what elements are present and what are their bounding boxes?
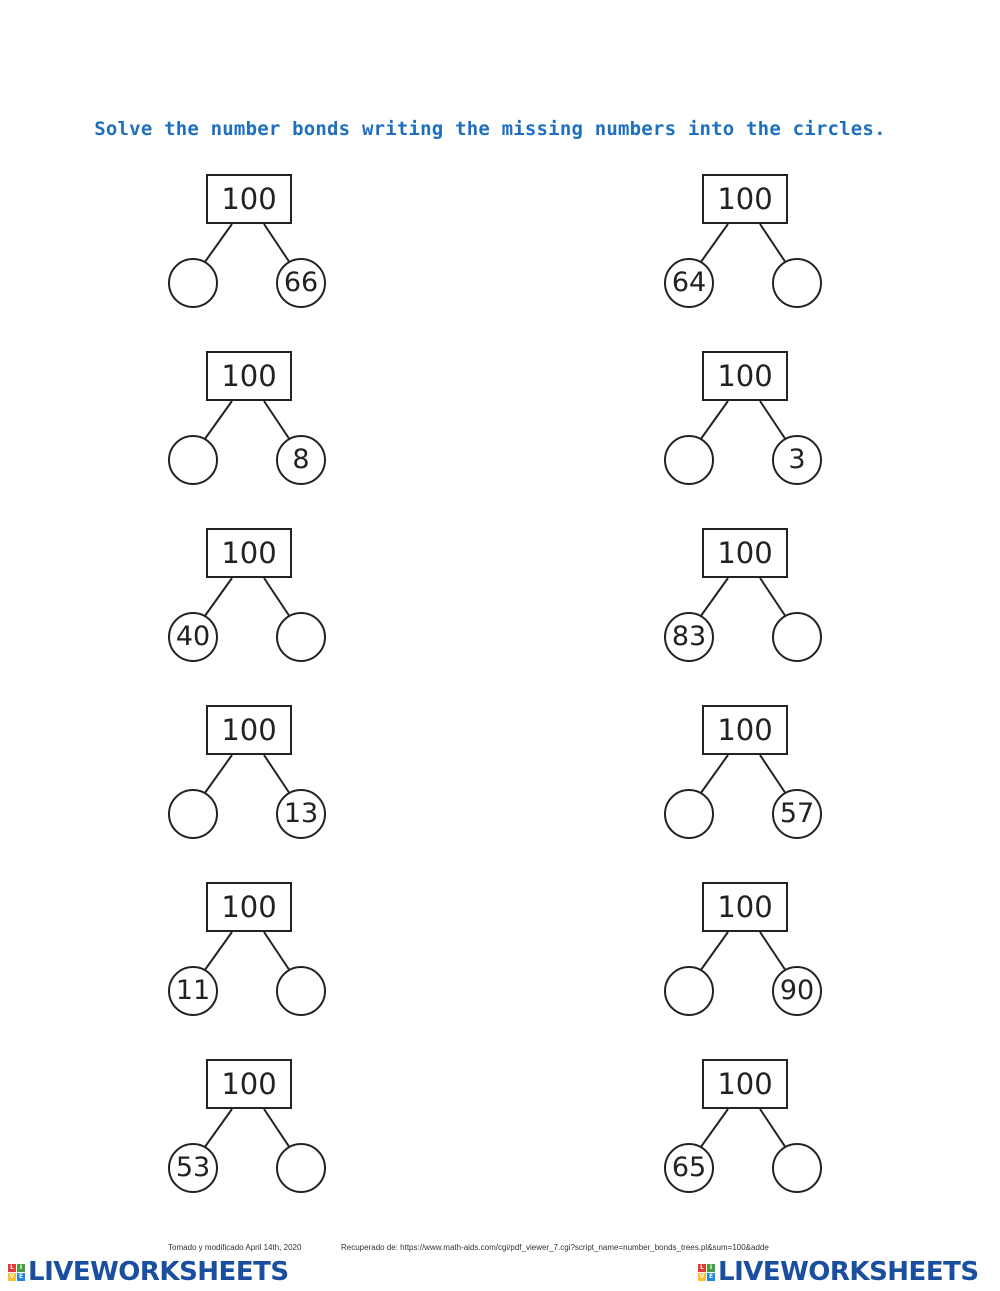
whole-box: 100: [206, 705, 292, 755]
answer-circle-right[interactable]: [772, 1143, 822, 1193]
left-branch-line: [697, 577, 729, 621]
whole-box: 100: [206, 351, 292, 401]
bond-connector-lines: [697, 577, 789, 621]
bond-connector-lines: [201, 223, 293, 267]
right-branch-line: [759, 931, 789, 975]
part-circle-right: 57: [772, 789, 822, 839]
right-branch-line: [759, 1108, 789, 1152]
number-bond: 100 8: [168, 351, 338, 491]
right-branch-line: [263, 931, 293, 975]
right-branch-line: [263, 223, 293, 267]
number-bond: 100 53: [168, 1059, 338, 1199]
bond-connector-lines: [697, 1108, 789, 1152]
right-branch-line: [759, 223, 789, 267]
right-branch-line: [263, 400, 293, 444]
part-circle-right: 66: [276, 258, 326, 308]
part-circle-left: 64: [664, 258, 714, 308]
bond-connector-lines: [201, 400, 293, 444]
answer-circle-left[interactable]: [664, 435, 714, 485]
number-bond: 100 65: [664, 1059, 834, 1199]
bond-connector-lines: [697, 400, 789, 444]
right-branch-line: [263, 577, 293, 621]
bond-connector-lines: [201, 931, 293, 975]
right-branch-line: [759, 400, 789, 444]
number-bond: 100 11: [168, 882, 338, 1022]
number-bond: 100 3: [664, 351, 834, 491]
brand-name: LIVEWORKSHEETS: [718, 1257, 979, 1287]
part-circle-left: 83: [664, 612, 714, 662]
answer-circle-right[interactable]: [276, 1143, 326, 1193]
left-branch-line: [201, 223, 233, 267]
number-bond: 100 90: [664, 882, 834, 1022]
left-branch-line: [201, 400, 233, 444]
bond-connector-lines: [201, 1108, 293, 1152]
left-branch-line: [201, 754, 233, 798]
whole-box: 100: [702, 705, 788, 755]
answer-circle-left[interactable]: [168, 435, 218, 485]
number-bond: 100 64: [664, 174, 834, 314]
left-branch-line: [697, 400, 729, 444]
answer-circle-right[interactable]: [772, 612, 822, 662]
answer-circle-right[interactable]: [772, 258, 822, 308]
liveworksheets-icon: L I V E: [8, 1263, 25, 1281]
part-circle-right: 3: [772, 435, 822, 485]
answer-circle-left[interactable]: [664, 789, 714, 839]
number-bond: 100 40: [168, 528, 338, 668]
bond-connector-lines: [201, 577, 293, 621]
left-branch-line: [697, 931, 729, 975]
left-branch-line: [697, 1108, 729, 1152]
whole-box: 100: [206, 882, 292, 932]
whole-box: 100: [702, 174, 788, 224]
answer-circle-left[interactable]: [168, 789, 218, 839]
part-circle-left: 40: [168, 612, 218, 662]
number-bond: 100 83: [664, 528, 834, 668]
whole-box: 100: [702, 351, 788, 401]
liveworksheets-icon: L I V E: [698, 1263, 715, 1281]
bond-connector-lines: [697, 754, 789, 798]
whole-box: 100: [702, 528, 788, 578]
whole-box: 100: [206, 528, 292, 578]
whole-box: 100: [702, 882, 788, 932]
left-branch-line: [201, 1108, 233, 1152]
answer-circle-left[interactable]: [664, 966, 714, 1016]
bond-connector-lines: [201, 754, 293, 798]
brand-name: LIVEWORKSHEETS: [28, 1257, 289, 1287]
brand-logo-left: L I V E LIVEWORKSHEETS: [8, 1256, 289, 1288]
part-circle-left: 11: [168, 966, 218, 1016]
left-branch-line: [697, 754, 729, 798]
answer-circle-right[interactable]: [276, 966, 326, 1016]
part-circle-right: 8: [276, 435, 326, 485]
left-branch-line: [201, 577, 233, 621]
instructions-title: Solve the number bonds writing the missi…: [94, 118, 886, 140]
part-circle-left: 53: [168, 1143, 218, 1193]
left-branch-line: [201, 931, 233, 975]
right-branch-line: [759, 754, 789, 798]
left-branch-line: [697, 223, 729, 267]
right-branch-line: [263, 1108, 293, 1152]
footer-source: Recuperado de: https://www.math-aids.com…: [341, 1243, 769, 1252]
whole-box: 100: [702, 1059, 788, 1109]
number-bond: 100 66: [168, 174, 338, 314]
answer-circle-left[interactable]: [168, 258, 218, 308]
right-branch-line: [263, 754, 293, 798]
bond-connector-lines: [697, 223, 789, 267]
number-bond: 100 13: [168, 705, 338, 845]
whole-box: 100: [206, 1059, 292, 1109]
bond-connector-lines: [697, 931, 789, 975]
right-branch-line: [759, 577, 789, 621]
part-circle-left: 65: [664, 1143, 714, 1193]
number-bond: 100 57: [664, 705, 834, 845]
brand-logo-right: L I V E LIVEWORKSHEETS: [698, 1256, 979, 1288]
whole-box: 100: [206, 174, 292, 224]
footer-credit: Tomado y modificado April 14th, 2020: [168, 1243, 302, 1252]
part-circle-right: 13: [276, 789, 326, 839]
part-circle-right: 90: [772, 966, 822, 1016]
answer-circle-right[interactable]: [276, 612, 326, 662]
